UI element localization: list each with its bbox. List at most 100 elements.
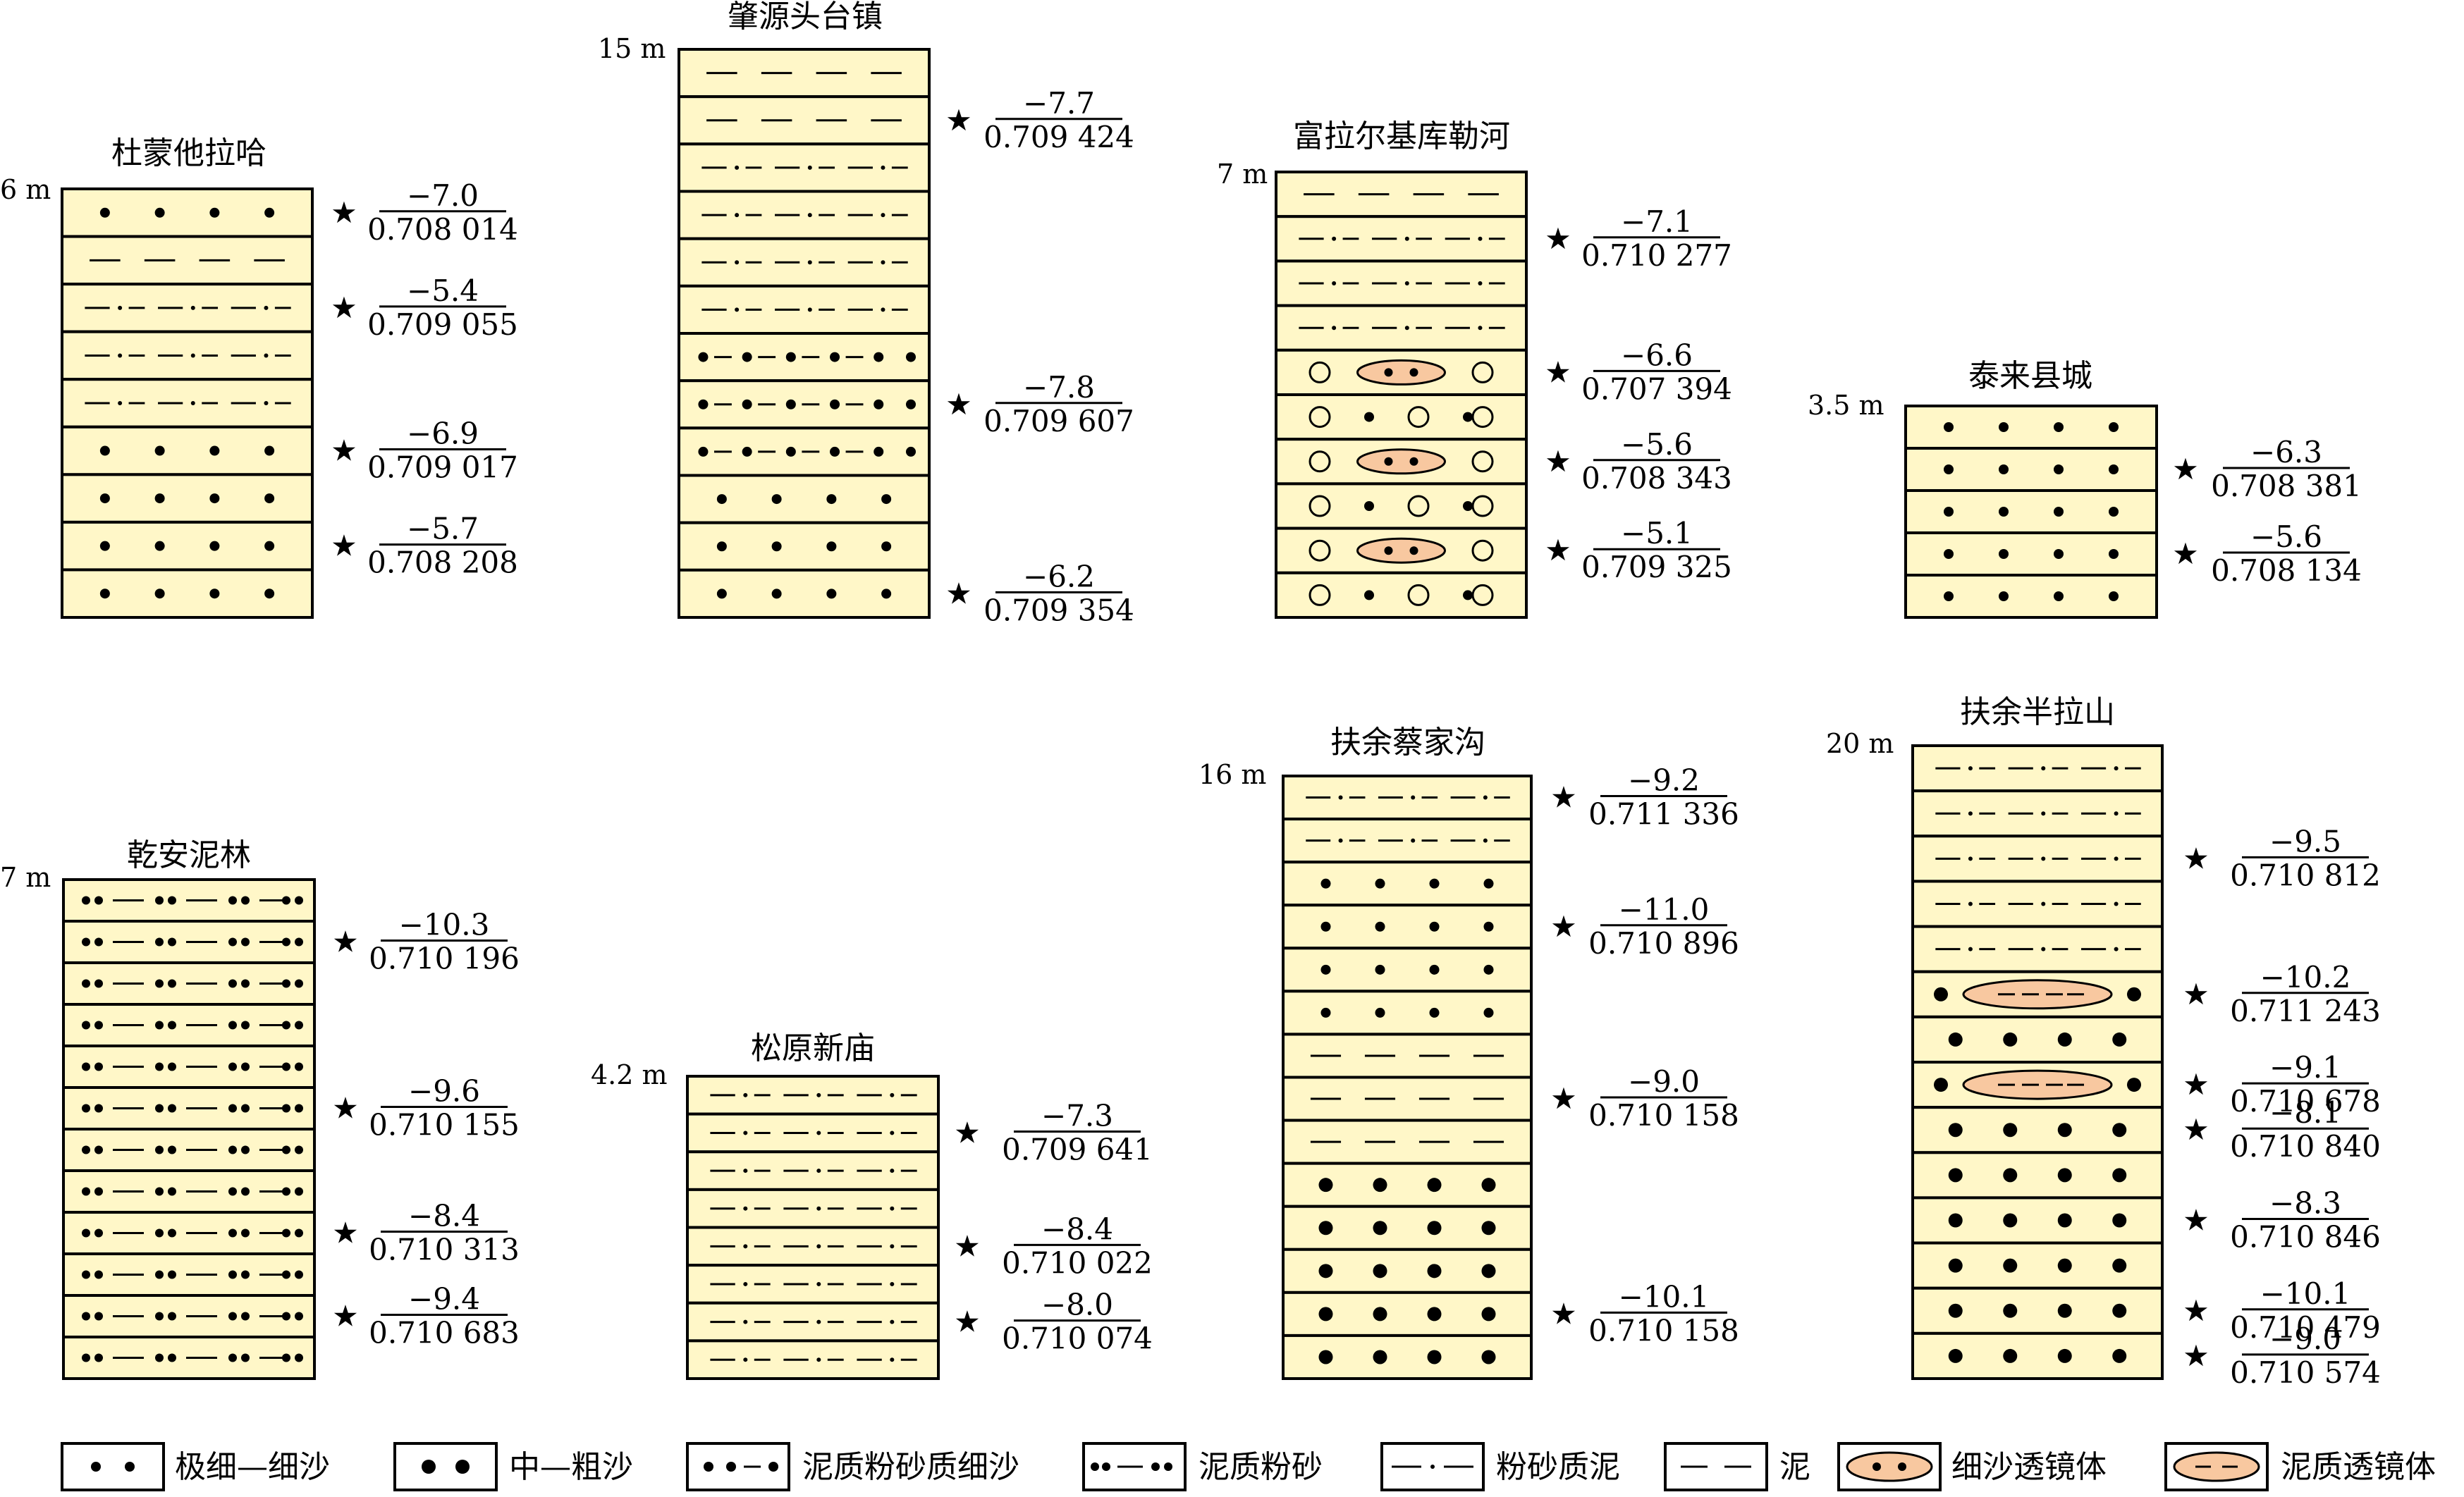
section-title: 扶余蔡家沟 (1330, 725, 1485, 760)
ms-dot (168, 937, 176, 947)
sample-star-icon: ★ (1545, 221, 1571, 256)
sample-star-icon: ★ (2183, 1067, 2209, 1102)
section-height-label: 20 m (1826, 728, 1894, 759)
sr-ratio-value: 0.707 394 (1581, 371, 1732, 406)
silt-dot (1478, 281, 1483, 285)
section-title: 肇源头台镇 (728, 0, 883, 35)
silt-dot (816, 1244, 821, 1249)
bed-vfs (1904, 447, 2158, 492)
mfs-dot (874, 399, 884, 409)
mfs-dot (742, 352, 752, 362)
ms-dot (82, 1062, 90, 1071)
lens-dot (1384, 546, 1393, 555)
sr-ratio-value: 0.710 846 (2230, 1220, 2381, 1255)
sand-dot (154, 207, 165, 218)
ms-dot (228, 979, 237, 988)
delta-value: −9.5 (2269, 824, 2341, 858)
ms-dot (155, 1312, 164, 1321)
sr-ratio-value: 0.710 678 (2230, 1084, 2381, 1119)
bed-vfs (1282, 990, 1533, 1036)
silt-dot (807, 260, 812, 265)
ms-dot (168, 1187, 176, 1196)
delta-value: −7.8 (1023, 370, 1095, 405)
sand-dot (826, 494, 837, 505)
sand-dot (2127, 987, 2141, 1002)
silt-dot (264, 353, 269, 358)
ms-dot (241, 1145, 250, 1154)
silt-dot (1404, 326, 1409, 331)
section-title: 松原新庙 (751, 1030, 875, 1066)
sand-dot (209, 207, 220, 218)
silt-dot (1338, 795, 1343, 800)
sand-dot (1481, 1264, 1496, 1279)
fine-sand-lens (1356, 537, 1446, 564)
ms-dot (168, 1270, 176, 1279)
sample-star-icon: ★ (331, 433, 357, 468)
sand-dot (2054, 549, 2064, 559)
legend-swatch (61, 1442, 165, 1491)
mfs-dot (906, 352, 916, 362)
legend-label: 泥质透镜体 (2281, 1449, 2436, 1485)
sand-dot (1320, 964, 1331, 975)
sand-dot (2054, 464, 2064, 474)
legend: 极细—细沙中—粗沙泥质粉砂质细沙泥质粉砂粉砂质泥泥细沙透镜体泥质透镜体 (61, 1442, 2436, 1491)
sample-star-icon: ★ (332, 1299, 359, 1333)
sample-star-icon: ★ (331, 195, 357, 230)
sr-ratio-value: 0.710 683 (369, 1316, 520, 1350)
ms-dot (241, 1021, 250, 1030)
sand-dot (1427, 1178, 1442, 1193)
sand-dot (1429, 1007, 1440, 1018)
ms-dot (295, 1187, 303, 1196)
sand-dot (1463, 412, 1473, 422)
sand-dot (2003, 1303, 2018, 1318)
sand-dot (1429, 921, 1440, 932)
bed-vfs (61, 568, 314, 620)
bed-cobble_vfs (1275, 393, 1528, 441)
ms-dot (241, 896, 250, 905)
delta-value: −7.7 (1023, 86, 1095, 121)
ms-dot (94, 1145, 103, 1154)
ms-dot (155, 1021, 164, 1030)
silt-dot (881, 165, 885, 170)
sand-dot (1483, 964, 1494, 975)
cobble-circle (1407, 495, 1430, 517)
silt-dot (816, 1131, 821, 1135)
sand-dot (1427, 1350, 1442, 1364)
sand-dot (1364, 501, 1374, 511)
sr-ratio-value: 0.710 158 (1588, 1313, 1739, 1348)
sand-dot (1463, 590, 1473, 600)
delta-value: −6.2 (1023, 559, 1095, 593)
silt-dot (816, 1319, 821, 1324)
silt-dot (743, 1092, 748, 1097)
mfs-dot (698, 352, 709, 362)
sample-star-icon: ★ (1550, 909, 1577, 944)
sand-dot (1364, 412, 1374, 422)
ms-dot (228, 1145, 237, 1154)
delta-value: −11.0 (1619, 892, 1710, 927)
section-height-label: 16 m (1199, 759, 1266, 790)
ms-dot (82, 979, 90, 988)
silt-dot (881, 213, 885, 218)
ms-dot (82, 1312, 90, 1321)
sample-star-icon: ★ (945, 576, 972, 610)
sand-dot (2109, 549, 2119, 559)
sand-dot (2003, 1348, 2018, 1363)
ms-dot (94, 1312, 103, 1321)
ms-dot (295, 979, 303, 988)
sand-dot (826, 589, 837, 599)
ms-dot (94, 1104, 103, 1113)
silt-dot (1332, 326, 1337, 331)
legend-swatch (1664, 1442, 1768, 1491)
ms-dot (168, 1021, 176, 1030)
ms-dot (82, 937, 90, 947)
sand-dot (1320, 878, 1331, 889)
silt-dot (807, 213, 812, 218)
section-height-label: 7 m (1217, 159, 1268, 190)
ms-dot (82, 1104, 90, 1113)
sand-dot (1320, 1007, 1331, 1018)
ms-dot (295, 1312, 303, 1321)
bed-vfs (61, 520, 314, 572)
ms-dot (228, 1228, 237, 1238)
mfs-dot (698, 399, 709, 409)
